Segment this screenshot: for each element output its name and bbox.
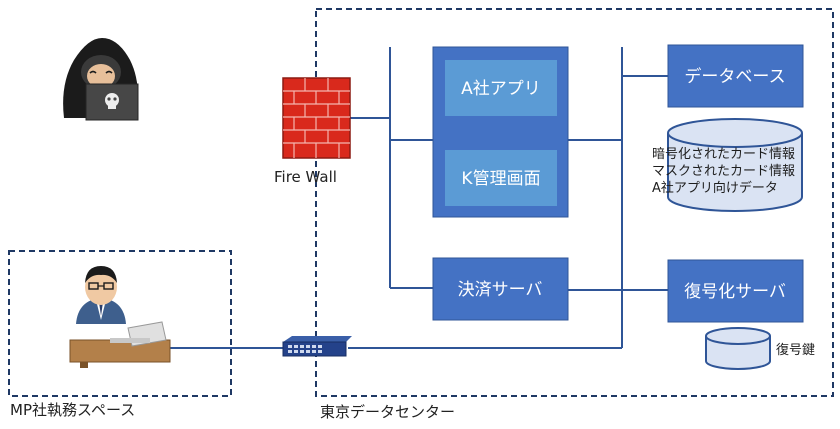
hooded-hacker-icon bbox=[63, 38, 139, 121]
firewall-label: Fire Wall bbox=[274, 168, 337, 186]
admin-console-box bbox=[445, 150, 557, 206]
database-server-label: データベース bbox=[684, 66, 785, 87]
office-label: MP社執務スペース bbox=[10, 401, 135, 419]
datacenter-boundary bbox=[315, 8, 834, 397]
app-server-box bbox=[445, 60, 557, 116]
db-content-1: 暗号化されたカード情報 bbox=[652, 147, 795, 162]
db-content-3: A社アプリ向けデータ bbox=[652, 180, 778, 196]
office-boundary bbox=[8, 250, 232, 397]
key-store-label: 復号鍵 bbox=[776, 342, 815, 358]
app-server-label: A社アプリ bbox=[461, 79, 541, 99]
admin-console-label: K管理画面 bbox=[461, 169, 540, 189]
decrypt-server-label: 復号化サーバ bbox=[684, 282, 786, 302]
database-server-box bbox=[667, 44, 804, 108]
brick-firewall-icon bbox=[282, 77, 351, 159]
datacenter-label: 東京データセンター bbox=[320, 403, 455, 421]
decrypt-server-box bbox=[667, 259, 804, 323]
db-content-2: マスクされたカード情報 bbox=[652, 164, 795, 179]
network-switch-icon bbox=[282, 336, 352, 357]
database-cylinder bbox=[667, 118, 803, 212]
payment-server-box bbox=[432, 257, 569, 321]
key-store-cylinder bbox=[705, 327, 771, 370]
office-worker-icon bbox=[69, 266, 171, 368]
connection-lines bbox=[160, 47, 668, 349]
payment-server-label: 決済サーバ bbox=[458, 280, 543, 300]
